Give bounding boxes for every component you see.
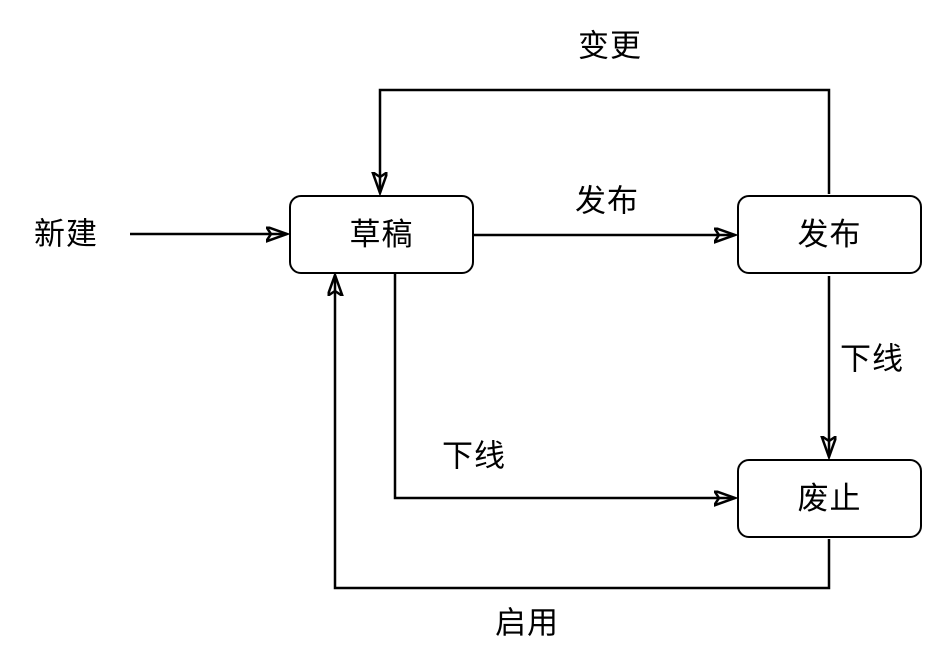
edge-label-publish: 发布 bbox=[575, 183, 639, 219]
node-draft: 草稿 bbox=[289, 195, 474, 274]
edge-draft-to-deprecated bbox=[393, 274, 735, 498]
edge-label-change: 变更 bbox=[578, 28, 642, 64]
node-published: 发布 bbox=[737, 195, 922, 274]
edge-label-enable: 启用 bbox=[495, 605, 559, 641]
edge-label-offline-draft: 下线 bbox=[442, 438, 506, 474]
node-deprecated: 废止 bbox=[737, 459, 922, 538]
start-label: 新建 bbox=[34, 216, 98, 252]
edge-deprecated-to-draft bbox=[335, 275, 831, 590]
edge-label-offline-published: 下线 bbox=[840, 341, 904, 377]
edge-published-to-draft bbox=[380, 88, 831, 194]
